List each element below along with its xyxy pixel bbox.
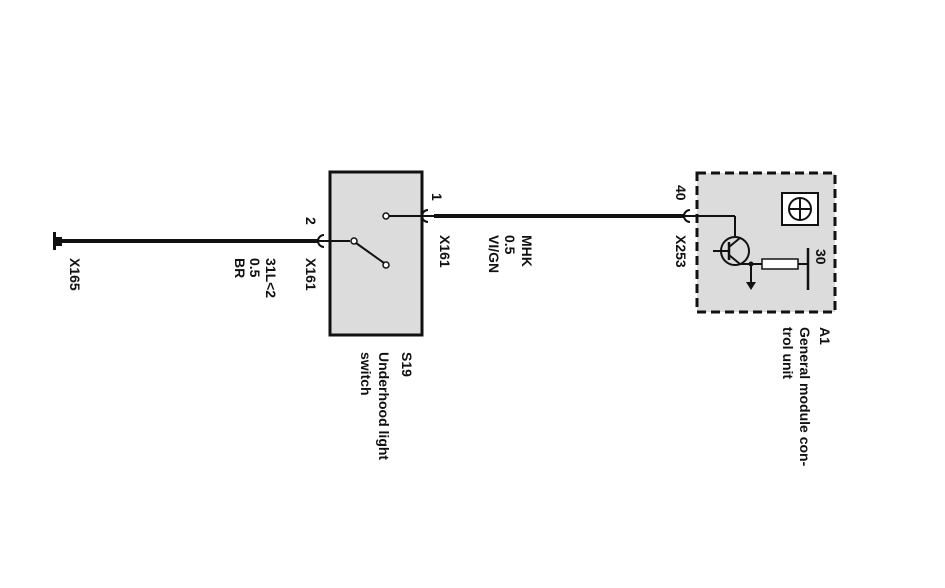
ground-symbol xyxy=(53,232,62,250)
module-a1-box[interactable] xyxy=(695,171,837,314)
module-id: A1 xyxy=(817,327,833,345)
wire-right-size: 0.5 xyxy=(502,235,518,255)
wire-left-size: 0.5 xyxy=(247,258,263,278)
module-terminal: 30 xyxy=(813,249,829,265)
switch-connector-right: X161 xyxy=(437,235,453,268)
switch-name-line2: switch xyxy=(358,352,374,396)
switch-pin-left: 2 xyxy=(303,217,319,225)
switch-id: S19 xyxy=(399,352,415,377)
wire-left-designation: 31L<2 xyxy=(263,258,279,299)
transistor-symbol xyxy=(697,215,810,290)
module-connector: X253 xyxy=(673,235,689,268)
wire-left-color: BR xyxy=(232,258,248,279)
switch-contact xyxy=(330,212,422,269)
switch-connector-left: X161 xyxy=(303,258,319,291)
module-logo-icon xyxy=(781,192,819,226)
switch-pin-right: 1 xyxy=(429,193,445,201)
wire-right-color: VI/GN xyxy=(486,235,502,274)
module-pin: 40 xyxy=(673,185,689,201)
switch-s19-box[interactable] xyxy=(328,170,424,337)
module-name-line1: General module con- xyxy=(797,327,813,467)
wire-right-designation: MHK xyxy=(519,235,535,267)
module-name-line2: trol unit xyxy=(780,327,796,380)
switch-name-line1: Underhood light xyxy=(376,352,392,461)
ground-label: X165 xyxy=(67,258,83,291)
